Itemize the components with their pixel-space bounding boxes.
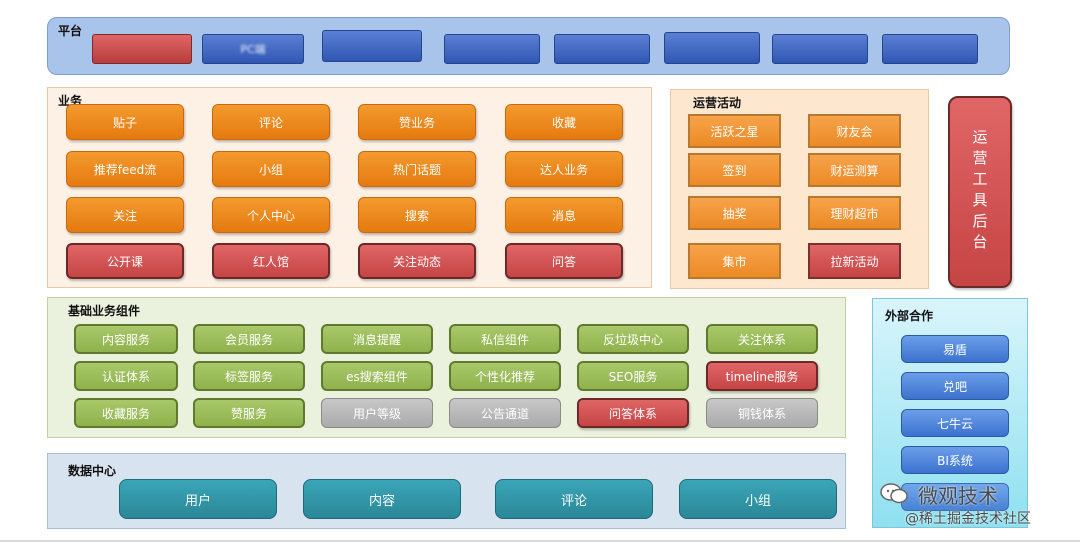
component-qa-system[interactable]: 问答体系 — [577, 398, 689, 428]
data-center-users[interactable]: 用户 — [119, 479, 277, 519]
component-like-service[interactable]: 赞服务 — [193, 398, 305, 428]
component-coin-system[interactable]: 铜钱体系 — [706, 398, 818, 428]
data-center-content[interactable]: 内容 — [303, 479, 461, 519]
external-bi-system[interactable]: BI系统 — [901, 446, 1009, 474]
watermark-brand: 微观技术 — [918, 484, 998, 508]
component-es-search[interactable]: es搜索组件 — [321, 361, 433, 391]
component-content-service[interactable]: 内容服务 — [74, 324, 178, 354]
business-item-courses[interactable]: 公开课 — [66, 243, 184, 279]
component-announcement[interactable]: 公告通道 — [449, 398, 561, 428]
business-item-follow[interactable]: 关注 — [66, 197, 184, 233]
ops-tool-backend[interactable]: 运营工具后台 — [948, 96, 1012, 288]
external-yidun[interactable]: 易盾 — [901, 335, 1009, 363]
business-item-profile[interactable]: 个人中心 — [212, 197, 330, 233]
business-item-hot-topics[interactable]: 热门话题 — [358, 151, 476, 187]
ops-item-wealth-club[interactable]: 财友会 — [808, 114, 901, 148]
component-verification[interactable]: 认证体系 — [74, 361, 178, 391]
platform-item-3[interactable] — [322, 30, 422, 62]
component-user-level[interactable]: 用户等级 — [321, 398, 433, 428]
platform-item-6[interactable] — [664, 32, 760, 64]
business-item-feed[interactable]: 推荐feed流 — [66, 151, 184, 187]
components-title: 基础业务组件 — [68, 304, 141, 318]
component-timeline-service[interactable]: timeline服务 — [706, 361, 818, 391]
ops-item-fortune[interactable]: 财运测算 — [808, 153, 901, 187]
platform-item-8[interactable] — [882, 34, 978, 64]
business-item-influencers[interactable]: 红人馆 — [212, 243, 330, 279]
component-seo-service[interactable]: SEO服务 — [577, 361, 689, 391]
component-member-service[interactable]: 会员服务 — [193, 324, 305, 354]
business-item-follow-feed[interactable]: 关注动态 — [358, 243, 476, 279]
component-tag-service[interactable]: 标签服务 — [193, 361, 305, 391]
data-center-title: 数据中心 — [68, 464, 117, 478]
component-follow-system[interactable]: 关注体系 — [706, 324, 818, 354]
business-item-search[interactable]: 搜索 — [358, 197, 476, 233]
data-center-groups[interactable]: 小组 — [679, 479, 837, 519]
ops-item-bazaar[interactable]: 集市 — [688, 243, 781, 279]
ops-item-checkin[interactable]: 签到 — [688, 153, 781, 187]
platform-item-4[interactable] — [444, 34, 540, 64]
platform-item-7[interactable] — [772, 34, 868, 64]
business-item-comments[interactable]: 评论 — [212, 104, 330, 140]
external-item-partial — [901, 483, 1009, 511]
ops-item-finance-market[interactable]: 理财超市 — [808, 196, 901, 230]
component-private-message[interactable]: 私信组件 — [449, 324, 561, 354]
external-title: 外部合作 — [885, 309, 934, 323]
external-qiniu-cloud[interactable]: 七牛云 — [901, 409, 1009, 437]
component-anti-spam[interactable]: 反垃圾中心 — [577, 324, 689, 354]
operations-title: 运营活动 — [693, 96, 742, 110]
component-notification[interactable]: 消息提醒 — [321, 324, 433, 354]
business-item-favorites[interactable]: 收藏 — [505, 104, 623, 140]
watermark-logo-icon — [880, 482, 908, 504]
platform-item-label: PC端 — [240, 43, 266, 56]
ops-item-acquisition[interactable]: 拉新活动 — [808, 243, 901, 279]
data-center-comments[interactable]: 评论 — [495, 479, 653, 519]
external-duiba[interactable]: 兑吧 — [901, 372, 1009, 400]
platform-item-5[interactable] — [554, 34, 650, 64]
business-item-groups[interactable]: 小组 — [212, 151, 330, 187]
business-item-messages[interactable]: 消息 — [505, 197, 623, 233]
business-item-posts[interactable]: 贴子 — [66, 104, 184, 140]
ops-item-active-star[interactable]: 活跃之星 — [688, 114, 781, 148]
bottom-divider — [0, 540, 1080, 542]
business-item-qa[interactable]: 问答 — [505, 243, 623, 279]
component-favorites-service[interactable]: 收藏服务 — [74, 398, 178, 428]
ops-item-lottery[interactable]: 抽奖 — [688, 196, 781, 230]
component-personalized-rec[interactable]: 个性化推荐 — [449, 361, 561, 391]
platform-item-1[interactable] — [92, 34, 192, 64]
watermark-handle: @稀土掘金技术社区 — [905, 511, 1031, 527]
platform-item-2[interactable]: PC端 — [202, 34, 304, 64]
business-item-likes[interactable]: 赞业务 — [358, 104, 476, 140]
business-item-experts[interactable]: 达人业务 — [505, 151, 623, 187]
platform-title: 平台 — [58, 24, 83, 38]
